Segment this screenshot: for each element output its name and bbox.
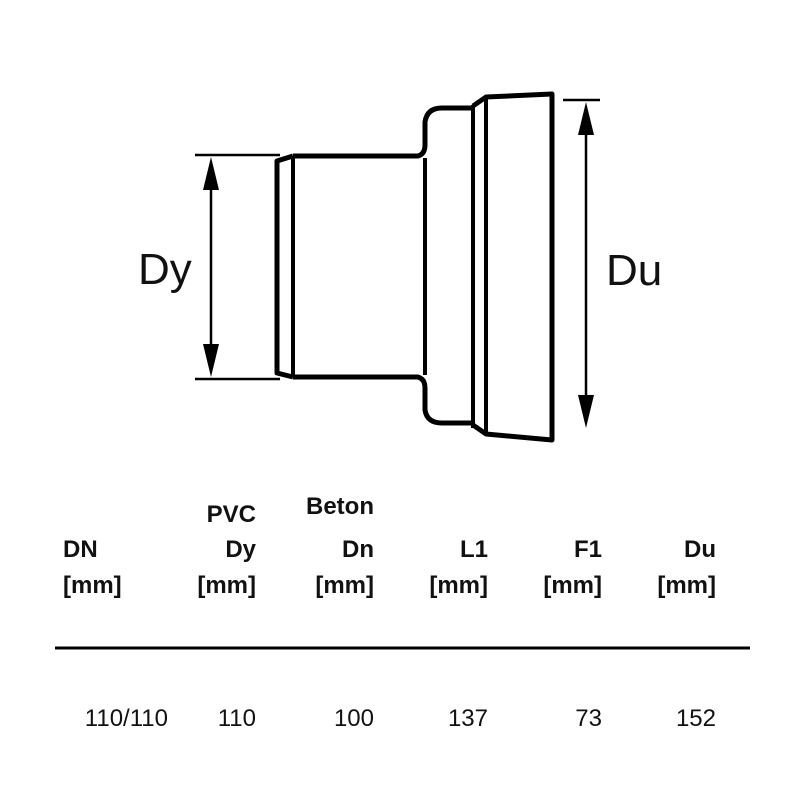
- cell-du: 152: [676, 705, 716, 732]
- header-dn2-top: Beton: [306, 493, 374, 520]
- header-f1-unit: [mm]: [543, 572, 602, 599]
- pipe-body-top: [293, 105, 473, 159]
- header-du-unit: [mm]: [657, 572, 716, 599]
- dimension-dy: [195, 153, 280, 381]
- spigot-end: [274, 153, 294, 380]
- header-dn-unit: [mm]: [63, 572, 122, 599]
- header-dn: DN: [63, 536, 98, 563]
- header-dy: Dy: [225, 536, 256, 563]
- label-du: Du: [606, 246, 662, 295]
- cell-dn: 110/110: [85, 705, 168, 732]
- header-dy-unit: [mm]: [197, 572, 256, 599]
- arrow-down-icon: [203, 344, 219, 377]
- cell-dn2: 100: [334, 705, 374, 732]
- socket: [471, 91, 555, 443]
- dimensions-table: DN [mm] PVC Dy [mm] Beton Dn [mm] L1 [mm…: [55, 493, 750, 732]
- arrow-up-icon: [203, 157, 219, 190]
- header-l1-unit: [mm]: [429, 572, 488, 599]
- arrow-down-icon: [578, 395, 594, 428]
- table-row: 110/110 110 100 137 73 152: [85, 705, 716, 732]
- header-l1: L1: [460, 536, 488, 563]
- pipe-body-bottom: [293, 374, 473, 426]
- arrow-up-icon: [578, 102, 594, 135]
- label-dy: Dy: [138, 245, 192, 294]
- pipe-outline: [274, 91, 555, 443]
- header-dn2: Dn: [342, 536, 374, 563]
- header-f1: F1: [574, 536, 602, 563]
- header-du: Du: [684, 536, 716, 563]
- header-dy-top: PVC: [207, 501, 256, 528]
- table-header: DN [mm] PVC Dy [mm] Beton Dn [mm] L1 [mm…: [63, 493, 716, 599]
- header-dn2-unit: [mm]: [315, 572, 374, 599]
- cell-dy: 110: [218, 705, 256, 732]
- cell-l1: 137: [448, 705, 488, 732]
- dimension-du: [563, 98, 600, 428]
- cell-f1: 73: [575, 705, 602, 732]
